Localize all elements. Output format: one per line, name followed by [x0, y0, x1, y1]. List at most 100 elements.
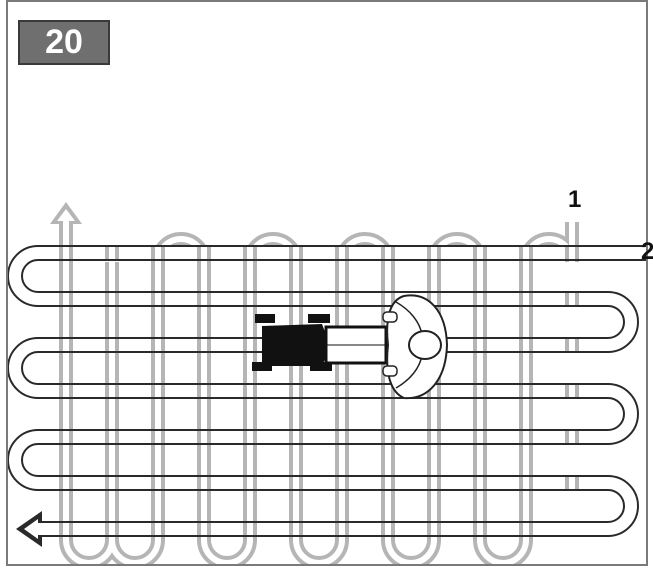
crosshatch-segment — [161, 339, 165, 351]
crosshatch-segment — [59, 247, 63, 259]
crosshatch-segment — [575, 477, 579, 489]
crosshatch-segment — [565, 293, 569, 305]
crosshatch-segment — [519, 247, 523, 259]
crosshatch-segment — [391, 385, 395, 397]
crosshatch-segment — [207, 385, 211, 397]
crosshatch-segment — [105, 247, 109, 259]
crosshatch-segment — [115, 431, 119, 443]
crosshatch-segment — [197, 523, 201, 535]
crosshatch-segment — [207, 293, 211, 305]
crosshatch-segment — [69, 477, 73, 489]
crosshatch-segment — [197, 293, 201, 305]
crosshatch-segment — [243, 339, 247, 351]
crosshatch-segment — [391, 293, 395, 305]
crosshatch-segment — [161, 431, 165, 443]
crosshatch-segment — [69, 523, 73, 535]
crosshatch-segment — [345, 247, 349, 259]
crosshatch-segment — [243, 523, 247, 535]
crosshatch-segment — [105, 431, 109, 443]
crosshatch-segment — [575, 247, 579, 259]
crosshatch-segment — [289, 523, 293, 535]
crosshatch-segment — [105, 385, 109, 397]
crosshatch-segment — [427, 293, 431, 305]
pattern-2-horizontal-path — [8, 245, 646, 537]
crosshatch-segment — [381, 293, 385, 305]
crosshatch-segment — [151, 293, 155, 305]
crosshatch-segment — [381, 477, 385, 489]
crosshatch-segment — [289, 293, 293, 305]
crosshatch-segment — [381, 431, 385, 443]
crosshatch-segment — [335, 385, 339, 397]
pattern-2-label: 2 — [641, 238, 653, 265]
crosshatch-segment — [519, 385, 523, 397]
crosshatch-segment — [243, 293, 247, 305]
crosshatch-segment — [197, 477, 201, 489]
crosshatch-segment — [289, 385, 293, 397]
crosshatch-segment — [437, 523, 441, 535]
crosshatch-segment — [345, 431, 349, 443]
crosshatch-segment — [69, 431, 73, 443]
crosshatch-segment — [391, 523, 395, 535]
crosshatch-segment — [243, 385, 247, 397]
crosshatch-segment — [437, 385, 441, 397]
crosshatch-segment — [299, 477, 303, 489]
crosshatch-segment — [151, 523, 155, 535]
crosshatch-segment — [207, 431, 211, 443]
crosshatch-segment — [345, 523, 349, 535]
crosshatch-segment — [437, 431, 441, 443]
crosshatch-segment — [483, 385, 487, 397]
crosshatch-segment — [565, 385, 569, 397]
crosshatch-segment — [69, 247, 73, 259]
crosshatch-segment — [69, 339, 73, 351]
crosshatch-segment — [105, 477, 109, 489]
crosshatch-segment — [115, 247, 119, 259]
crosshatch-segment — [253, 431, 257, 443]
crosshatch-segment — [105, 293, 109, 305]
crosshatch-segment — [151, 431, 155, 443]
crosshatch-segment — [253, 385, 257, 397]
crosshatch-segment — [115, 477, 119, 489]
crosshatch-segment — [161, 247, 165, 259]
crosshatch-segment — [335, 523, 339, 535]
crosshatch-segment — [437, 247, 441, 259]
crosshatch-segment — [575, 339, 579, 351]
crosshatch-segment — [299, 385, 303, 397]
crosshatch-segment — [381, 247, 385, 259]
crosshatch-segment — [473, 247, 477, 259]
crosshatch-segment — [243, 247, 247, 259]
crosshatch-segment — [473, 339, 477, 351]
crosshatch-segment — [565, 477, 569, 489]
crosshatch-segment — [391, 431, 395, 443]
crosshatch-segment — [59, 385, 63, 397]
pattern-1-label: 1 — [568, 186, 582, 213]
crosshatch-segment — [427, 523, 431, 535]
crosshatch-segment — [391, 247, 395, 259]
crosshatch-segment — [391, 477, 395, 489]
crosshatch-segment — [59, 523, 63, 535]
crosshatch-segment — [427, 477, 431, 489]
crosshatch-segment — [207, 339, 211, 351]
crosshatch-segment — [197, 385, 201, 397]
crosshatch-segment — [519, 523, 523, 535]
crosshatch-segment — [565, 339, 569, 351]
crosshatch-segment — [207, 477, 211, 489]
crosshatch-segment — [253, 477, 257, 489]
crosshatch-segment — [69, 293, 73, 305]
crosshatch-segment — [335, 431, 339, 443]
crosshatch-segment — [427, 431, 431, 443]
crosshatch-segment — [483, 523, 487, 535]
crosshatch-segment — [519, 477, 523, 489]
crosshatch-segment — [253, 339, 257, 351]
operator-icon — [382, 294, 449, 400]
crosshatch-segment — [483, 431, 487, 443]
crosshatch-segment — [253, 293, 257, 305]
crosshatch-segment — [151, 385, 155, 397]
crosshatch-segment — [519, 339, 523, 351]
crosshatch-segment — [473, 477, 477, 489]
crosshatch-segment — [161, 385, 165, 397]
crosshatch-segment — [529, 431, 533, 443]
crosshatch-segment — [59, 431, 63, 443]
crosshatch-segment — [105, 339, 109, 351]
crosshatch-segment — [289, 477, 293, 489]
crosshatch-segment — [519, 431, 523, 443]
